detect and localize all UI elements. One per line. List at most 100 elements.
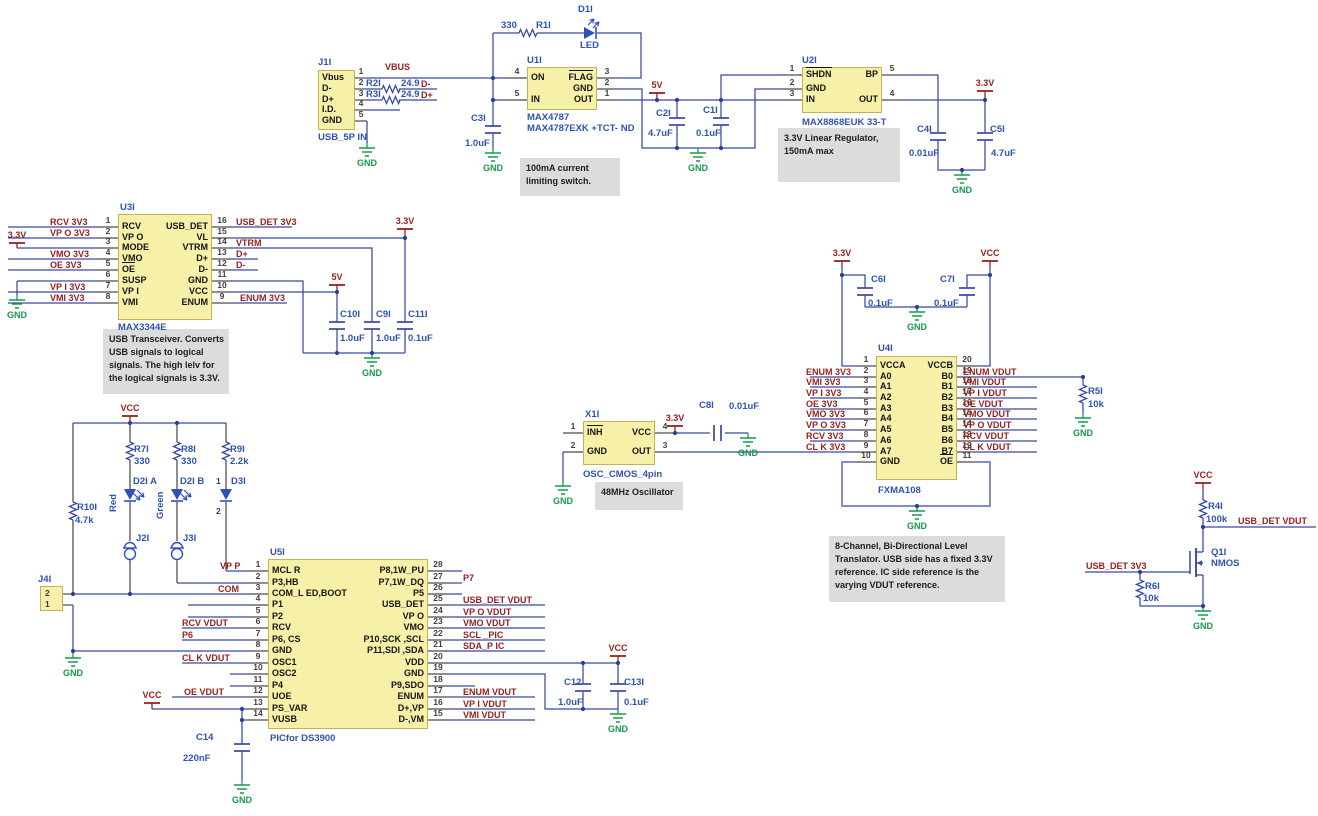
wire[interactable]	[617, 88, 782, 149]
component-body-U2I[interactable]	[802, 67, 882, 113]
resistor-symbol[interactable]	[518, 27, 538, 39]
gnd-label: GND	[608, 724, 628, 734]
pin-name: VMO	[122, 254, 143, 263]
junction-dot	[672, 430, 678, 436]
power-flag-label: VCC	[608, 643, 628, 653]
pin-number: 13	[253, 697, 263, 707]
pin-name-text: B4	[941, 413, 953, 423]
junction-dot	[982, 97, 988, 103]
power-flag-label: VCC	[120, 403, 140, 413]
component-body-J4I[interactable]	[40, 586, 63, 611]
pin-name: P5	[270, 589, 424, 598]
resistor-symbol[interactable]	[1134, 579, 1146, 599]
wire[interactable]	[597, 32, 642, 79]
pin-name: P9,SDO	[270, 681, 424, 690]
wire[interactable]	[902, 74, 939, 133]
pin-name-text: VP O	[402, 611, 424, 621]
pin-name-text: RCV	[122, 221, 142, 231]
component-subtitle: FXMA108	[878, 485, 921, 496]
wire[interactable]	[966, 274, 990, 288]
net-label: ENUM 3V3	[806, 367, 852, 377]
jumper-symbol	[170, 547, 184, 561]
component-body-U3I[interactable]	[118, 214, 212, 320]
net-label: CL K VDUT	[182, 653, 230, 663]
component-body-X1I[interactable]	[583, 421, 655, 465]
pin-name-text: VCC	[188, 286, 208, 296]
wire[interactable]	[841, 266, 856, 367]
gnd-label: GND	[688, 163, 708, 173]
pin-name: GND	[880, 457, 900, 466]
jumper-symbol[interactable]	[170, 541, 184, 549]
component-body-U1I[interactable]	[527, 67, 597, 110]
pin-number: 4	[514, 66, 520, 76]
gnd-label: GND	[1073, 428, 1093, 438]
net-label: OE 3V3	[806, 399, 838, 409]
wire[interactable]	[232, 247, 373, 322]
component-body-J1I[interactable]	[318, 70, 355, 130]
wire[interactable]	[842, 274, 866, 288]
junction-dot	[674, 145, 680, 151]
pin-name: D-	[120, 265, 209, 274]
pin-name-text: B1	[941, 381, 953, 391]
pin-name: SHDN	[806, 67, 832, 79]
pin-name: A2	[880, 393, 892, 402]
led-symbol[interactable]	[171, 489, 183, 500]
pin-name: VMI	[122, 298, 138, 307]
pin-number: 9	[255, 651, 261, 661]
component-body-U4I[interactable]	[876, 356, 957, 480]
designator: Green	[155, 491, 166, 519]
pin-number: 8	[105, 291, 111, 301]
resistor-symbol[interactable]	[171, 441, 183, 461]
resistor-symbol[interactable]	[124, 441, 136, 461]
designator: 0.1uF	[696, 128, 721, 139]
pin-number: 14	[962, 418, 972, 428]
pin-name: VCCA	[880, 361, 906, 370]
pin-number: 13	[217, 247, 227, 257]
pin-number: 2	[45, 588, 50, 598]
net-label: RCV 3V3	[50, 217, 88, 227]
jumper-symbol[interactable]	[123, 541, 137, 549]
pin-name-text: VP I	[122, 286, 139, 296]
led-symbol[interactable]	[220, 489, 232, 500]
net-label: P7	[463, 573, 475, 583]
pin-number: 3	[105, 236, 111, 246]
net-label: D-	[421, 79, 431, 89]
resistor-symbol[interactable]	[220, 441, 232, 461]
pin-name-text: OUT	[632, 446, 651, 456]
resistor-symbol[interactable]	[67, 501, 79, 521]
pin-number: 3	[255, 582, 261, 592]
junction-dot	[127, 591, 133, 597]
pin-name: VMO	[270, 623, 424, 632]
pin-name-text: SUSP	[122, 275, 147, 285]
designator: R9I	[230, 444, 245, 455]
designator: 0.1uF	[408, 333, 433, 344]
pin-number: 6	[863, 407, 869, 417]
net-label: RCV 3V3	[806, 431, 844, 441]
designator: 0.1uF	[868, 298, 893, 309]
pin-name: GND	[322, 116, 342, 125]
net-label: VP I 3V3	[806, 388, 842, 398]
led-symbol[interactable]	[584, 27, 595, 39]
jumper-symbol	[123, 547, 137, 561]
resistor-symbol[interactable]	[1197, 499, 1209, 519]
component-body-U5I[interactable]	[268, 559, 428, 729]
designator: 0.1uF	[934, 298, 959, 309]
pin-number: 12	[962, 440, 972, 450]
junction-dot	[239, 717, 245, 723]
resistor-symbol[interactable]	[1077, 384, 1089, 404]
pin-name-text: UOE	[272, 691, 292, 701]
wire[interactable]	[1139, 598, 1203, 607]
component-ref: U4I	[878, 343, 893, 354]
wire[interactable]	[720, 74, 782, 100]
wire[interactable]	[937, 140, 985, 171]
power-flag-label: 3.3V	[395, 216, 415, 226]
wire[interactable]	[977, 266, 991, 367]
led-symbol[interactable]	[124, 489, 136, 500]
wire[interactable]	[841, 461, 991, 507]
resistor-symbol[interactable]	[381, 94, 401, 106]
wire[interactable]	[232, 280, 304, 353]
pin-name: UOE	[272, 692, 292, 701]
resistor-symbol[interactable]	[381, 83, 401, 95]
pin-name-text: COM_L ED,BOOT	[272, 588, 347, 598]
designator: D3I	[231, 476, 246, 487]
